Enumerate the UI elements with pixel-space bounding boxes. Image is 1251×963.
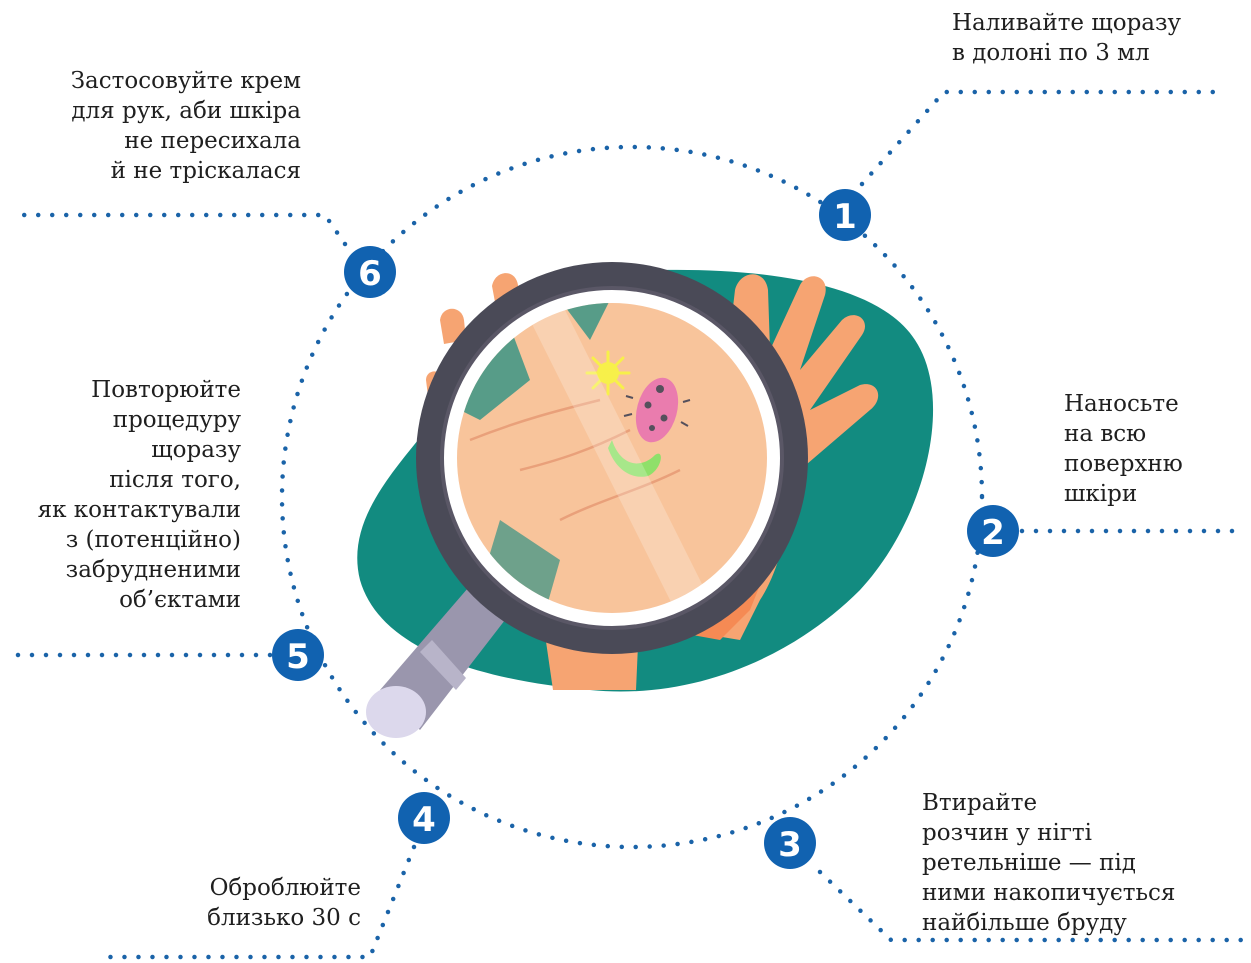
svg-text:2: 2 [981,513,1005,553]
magnifying-glass-icon [416,262,808,654]
svg-text:1: 1 [833,197,857,237]
step-badge-6: 6 [344,246,396,298]
dotted-circle [279,144,985,850]
leader-lines [7,89,1249,960]
step-4-text: Оброблюйте близько 30 с [207,875,361,931]
svg-text:6: 6 [358,254,382,294]
svg-text:5: 5 [286,637,310,677]
svg-text:4: 4 [412,800,436,840]
hands-under-magnifying-glass [357,262,934,738]
leader-line-1 [859,89,1221,187]
step-badge-5: 5 [272,629,324,681]
step-5-text: Повторюйте процедуру щоразу після того, … [37,377,241,613]
step-3-text: Втирайте розчин у нігті ретельніше — під… [922,790,1176,936]
step-6-text: Застосовуйте крем для рук, аби шкіра не … [70,68,301,184]
leader-line-3 [817,869,1249,943]
svg-text:3: 3 [778,825,802,865]
step-2-text: Наносьте на всю поверхню шкіри [1064,391,1183,507]
step-badges: 1 2 3 4 5 6 [272,189,1019,869]
step-badge-2: 2 [967,505,1019,557]
bacteria-icon [608,377,691,477]
step-badge-3: 3 [764,817,816,869]
step-badge-1: 1 [819,189,871,241]
step-1-text: Наливайте щоразу в долоні по 3 мл [952,10,1182,66]
leader-line-4 [107,844,417,960]
leader-line-6 [9,212,348,247]
step-badge-4: 4 [398,792,450,844]
germ-icon [585,350,631,396]
